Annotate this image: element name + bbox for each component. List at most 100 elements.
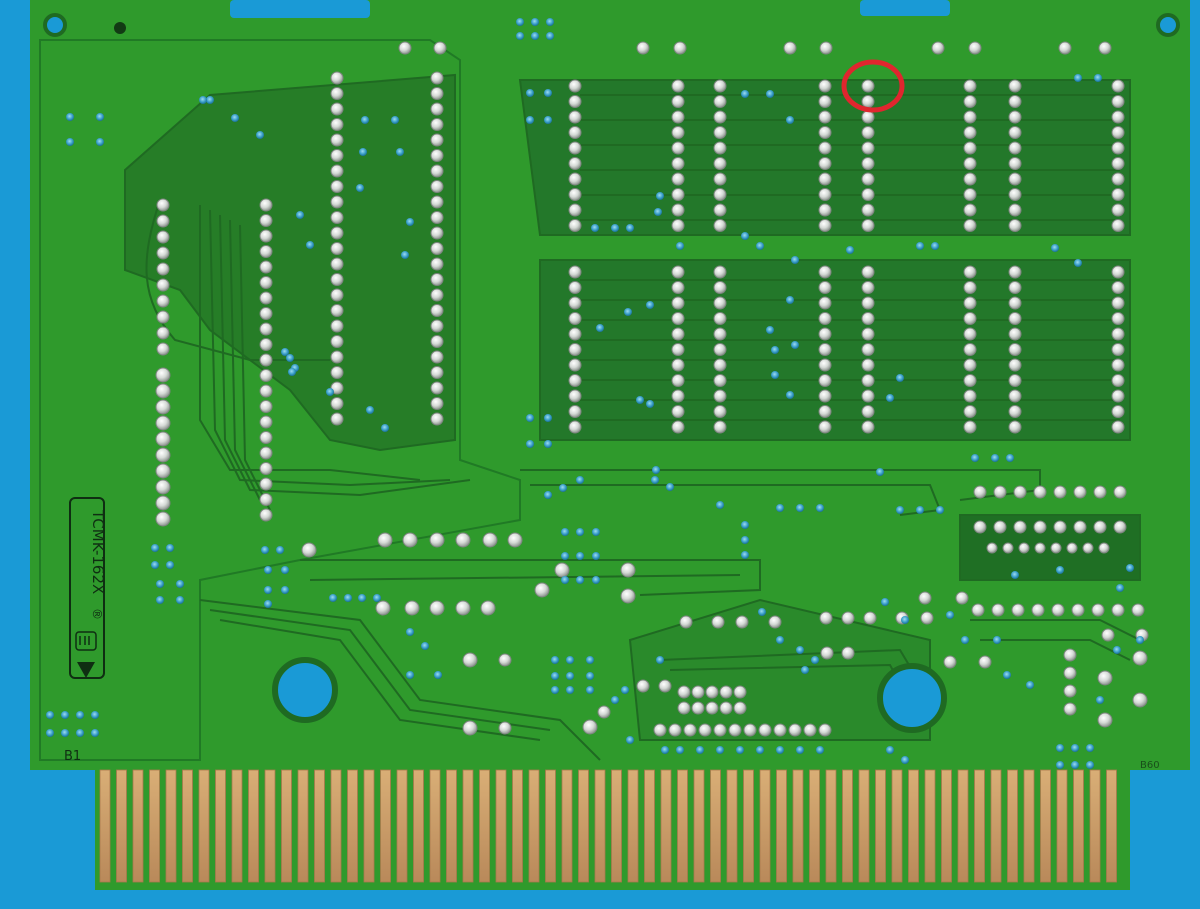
pad-connector-row-2 bbox=[1113, 520, 1127, 534]
via bbox=[286, 354, 294, 362]
edge-contact bbox=[1073, 769, 1084, 883]
side-label-b1: B1 bbox=[64, 749, 81, 764]
pad-memory-upper-1 bbox=[671, 141, 685, 155]
pad-memory-upper-5 bbox=[963, 79, 977, 93]
pad-column-2 bbox=[259, 446, 273, 460]
via bbox=[96, 113, 104, 121]
pad-memory-lower-7 bbox=[1111, 327, 1125, 341]
via bbox=[586, 686, 594, 694]
via bbox=[881, 598, 889, 606]
pad-memory-lower-6 bbox=[1008, 312, 1022, 325]
via bbox=[596, 324, 604, 332]
pad-memory-upper-3 bbox=[818, 219, 832, 232]
pad-right-row bbox=[1011, 603, 1025, 617]
pad-top-edge bbox=[931, 41, 945, 55]
pad-memory-upper-0 bbox=[568, 188, 582, 201]
pad-rom-right bbox=[430, 304, 444, 317]
pad-memory-lower-4 bbox=[861, 265, 875, 279]
pad-rom-right bbox=[430, 71, 444, 85]
via bbox=[931, 242, 939, 250]
via bbox=[896, 506, 904, 514]
via bbox=[576, 476, 584, 484]
pad-memory-upper-1 bbox=[671, 172, 685, 186]
pad-memory-upper-3 bbox=[818, 157, 832, 170]
board-notch-right bbox=[860, 0, 950, 16]
pad-column-2 bbox=[259, 276, 273, 289]
pad-memory-upper-7 bbox=[1111, 95, 1125, 108]
pad-column-2 bbox=[259, 400, 273, 413]
via bbox=[646, 301, 654, 309]
pad-memory-lower-4 bbox=[861, 343, 875, 356]
via bbox=[766, 90, 774, 98]
pad-memory-lower-5 bbox=[963, 374, 977, 387]
pad-memory-upper-5 bbox=[963, 157, 977, 170]
via bbox=[358, 594, 366, 602]
solder-pad bbox=[918, 591, 932, 605]
pad-memory-upper-5 bbox=[963, 203, 977, 217]
pad-memory-upper-6 bbox=[1008, 95, 1022, 108]
pad-memory-upper-5 bbox=[963, 95, 977, 108]
pad-memory-lower-2 bbox=[713, 296, 727, 310]
pad-right-col bbox=[1063, 702, 1077, 716]
pad-memory-upper-2 bbox=[713, 203, 727, 217]
ul-recognition-logo bbox=[75, 631, 97, 678]
via bbox=[591, 224, 599, 232]
edge-contact bbox=[528, 769, 540, 883]
via bbox=[716, 501, 724, 509]
via bbox=[576, 528, 584, 536]
via bbox=[61, 729, 69, 737]
pad-memory-lower-2 bbox=[713, 374, 727, 387]
pad-memory-upper-3 bbox=[818, 110, 832, 124]
solder-pad bbox=[1101, 628, 1115, 642]
via bbox=[611, 696, 619, 704]
via bbox=[611, 224, 619, 232]
pad-memory-lower-7 bbox=[1111, 358, 1125, 372]
edge-contact bbox=[825, 769, 837, 883]
pad-rom-left bbox=[330, 381, 344, 395]
via bbox=[626, 224, 634, 232]
pad-memory-lower-1 bbox=[671, 343, 685, 356]
via bbox=[306, 241, 314, 249]
edge-contact bbox=[512, 769, 523, 883]
pad-connector-row bbox=[1093, 485, 1107, 499]
pad-memory-lower-4 bbox=[861, 358, 875, 372]
pad-memory-upper-1 bbox=[671, 110, 685, 124]
edge-contact bbox=[149, 769, 160, 883]
solder-pad bbox=[841, 646, 855, 660]
pad-rom-left bbox=[330, 335, 344, 348]
mounting-hole-right bbox=[877, 663, 947, 733]
edge-contact bbox=[231, 769, 243, 883]
pad-rom-right bbox=[430, 87, 444, 100]
pad-right-row bbox=[1131, 603, 1145, 617]
pad-rom-right bbox=[430, 180, 444, 193]
pad-rom-right bbox=[430, 149, 444, 162]
pad-memory-lower-0 bbox=[568, 296, 582, 310]
pad-memory-lower-7 bbox=[1111, 405, 1125, 418]
via bbox=[281, 586, 289, 594]
pad-memory-lower-1 bbox=[671, 358, 685, 372]
edge-contact bbox=[561, 769, 573, 883]
pad-memory-upper-4 bbox=[861, 110, 875, 124]
pad-left-column-upper bbox=[156, 342, 170, 356]
pad-misc bbox=[711, 615, 725, 629]
pad-discrete bbox=[429, 532, 445, 548]
pad-rom-right bbox=[430, 273, 444, 286]
pad-discrete-2 bbox=[429, 600, 445, 616]
pad-memory-upper-6 bbox=[1008, 157, 1022, 170]
edge-contact bbox=[611, 769, 622, 883]
pad-memory-lower-0 bbox=[568, 405, 582, 418]
via bbox=[373, 594, 381, 602]
solder-pad bbox=[943, 655, 957, 669]
pad-ic-lower-row bbox=[668, 723, 682, 737]
via bbox=[776, 746, 784, 754]
pad-rom-left bbox=[330, 412, 344, 426]
via bbox=[936, 506, 944, 514]
via bbox=[156, 596, 164, 604]
via bbox=[736, 746, 744, 754]
pad-misc bbox=[768, 615, 782, 629]
pad-column-2 bbox=[259, 462, 273, 475]
via bbox=[546, 32, 554, 40]
mounting-hole-left bbox=[272, 657, 338, 723]
via bbox=[66, 138, 74, 146]
via bbox=[946, 611, 954, 619]
